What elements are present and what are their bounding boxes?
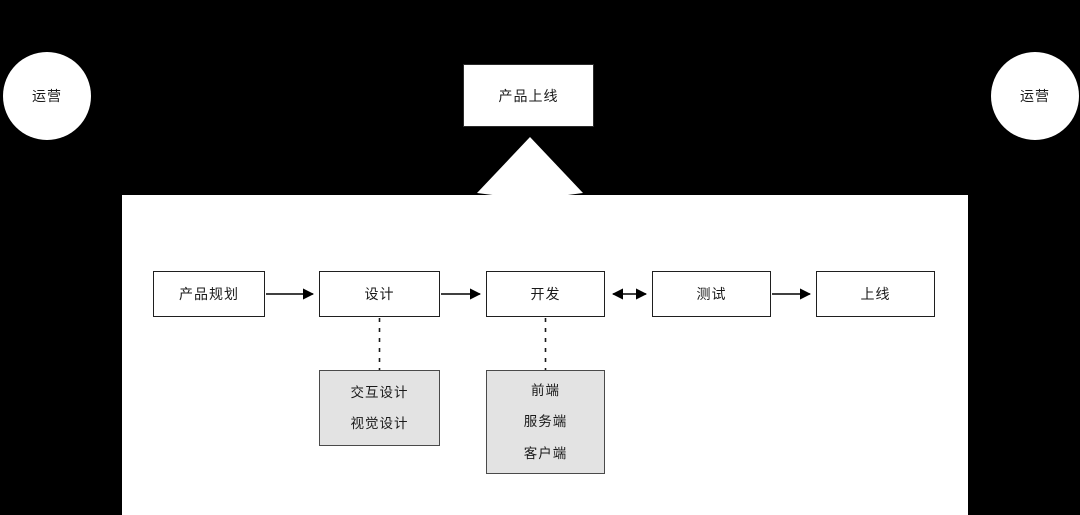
cone-shape	[477, 137, 583, 197]
detail-item: 服务端	[523, 414, 568, 430]
detail-group-design: 交互设计 视觉设计	[319, 370, 440, 446]
flow-step-development-label: 开发	[530, 286, 561, 302]
detail-item: 客户端	[523, 445, 568, 461]
detail-group-development: 前端 服务端 客户端	[486, 370, 605, 474]
product-launch-label: 产品上线	[498, 87, 559, 104]
flow-step-testing-label: 测试	[696, 286, 727, 302]
flow-step-planning-label: 产品规划	[179, 286, 239, 302]
flow-step-launch[interactable]: 上线	[816, 271, 935, 317]
flow-step-testing[interactable]: 测试	[652, 271, 771, 317]
flow-step-launch-label: 上线	[860, 286, 891, 302]
detail-item: 前端	[531, 382, 560, 398]
detail-item: 视觉设计	[350, 416, 409, 431]
role-circle-right-label: 运营	[1020, 88, 1050, 104]
detail-item: 交互设计	[350, 384, 409, 400]
flow-step-development[interactable]: 开发	[486, 271, 605, 317]
flow-step-design[interactable]: 设计	[319, 271, 440, 317]
role-circle-left: 运营	[3, 52, 91, 140]
flow-step-planning[interactable]: 产品规划	[153, 271, 265, 317]
role-circle-left-label: 运营	[32, 88, 62, 104]
flow-step-design-label: 设计	[364, 286, 395, 302]
product-launch-box: 产品上线	[463, 64, 594, 127]
role-circle-right: 运营	[991, 52, 1079, 140]
